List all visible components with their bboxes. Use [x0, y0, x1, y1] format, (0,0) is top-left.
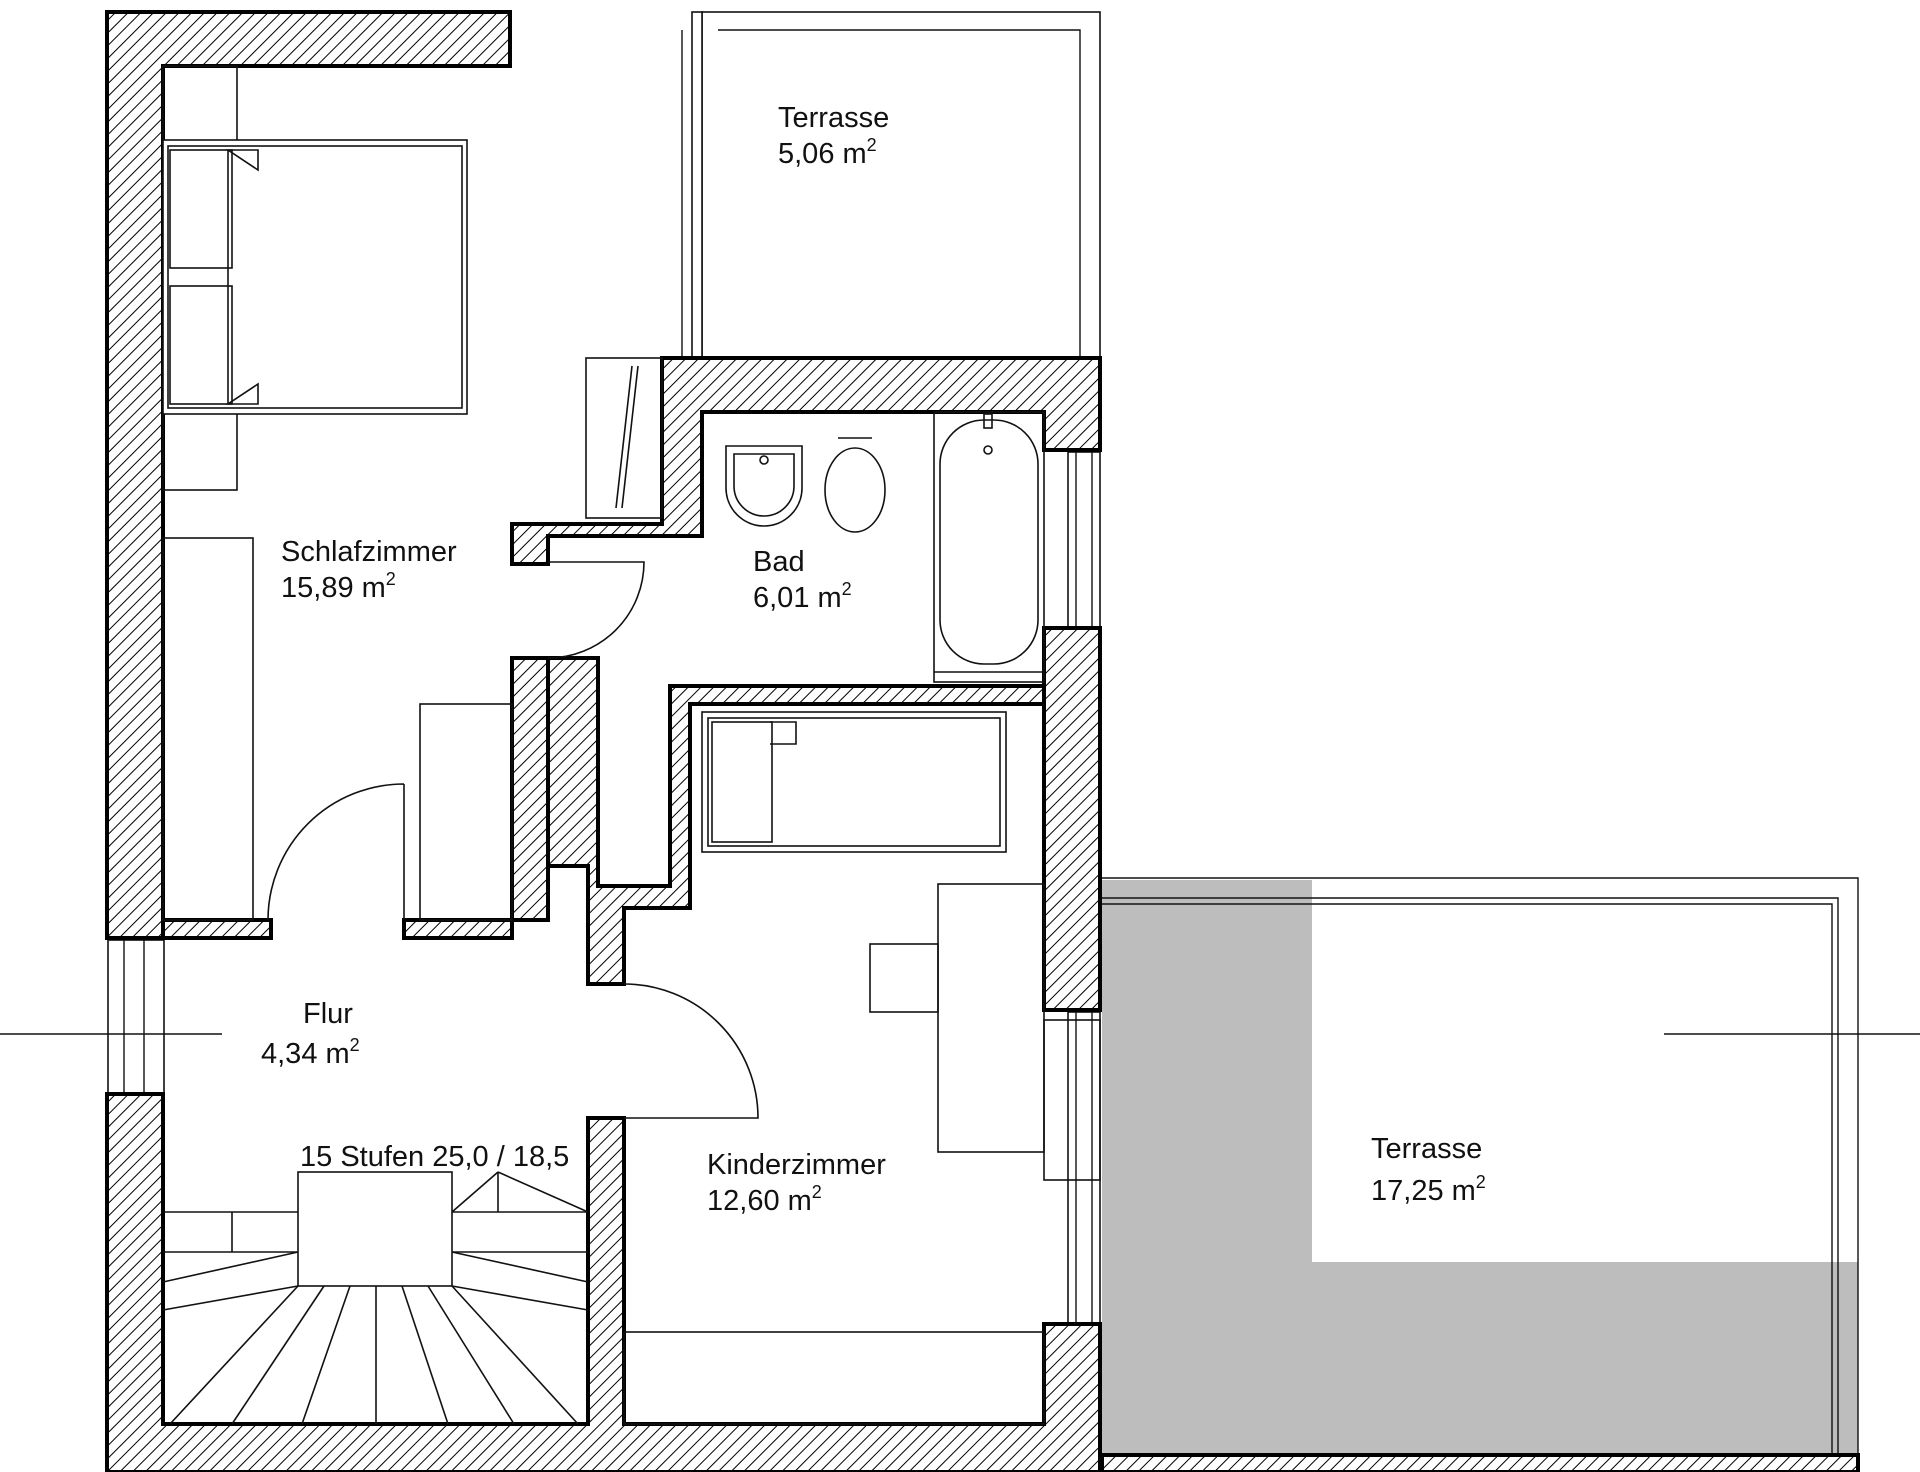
door-bedroom-swing — [547, 561, 645, 659]
staircase — [162, 1171, 589, 1425]
terrace-small-area — [701, 11, 1101, 363]
toilet — [824, 437, 886, 533]
closet-flur — [419, 703, 513, 921]
single-bed — [701, 711, 1007, 853]
door-kinderzimmer-swing — [623, 983, 759, 1119]
closet-bedroom — [585, 357, 663, 519]
window-seat — [623, 1331, 1045, 1425]
washbasin — [725, 445, 803, 527]
walls — [105, 10, 1860, 1472]
desk — [869, 883, 1045, 1153]
door-flur-bedroom-swing — [267, 783, 405, 921]
wardrobe — [162, 537, 254, 921]
double-bed — [162, 65, 468, 491]
shelf — [1043, 1019, 1101, 1181]
label-stairs: 15 Stufen 25,0 / 18,5 — [300, 1141, 569, 1173]
terrace-large-area — [1102, 877, 1859, 1455]
bathtub — [933, 411, 1045, 683]
